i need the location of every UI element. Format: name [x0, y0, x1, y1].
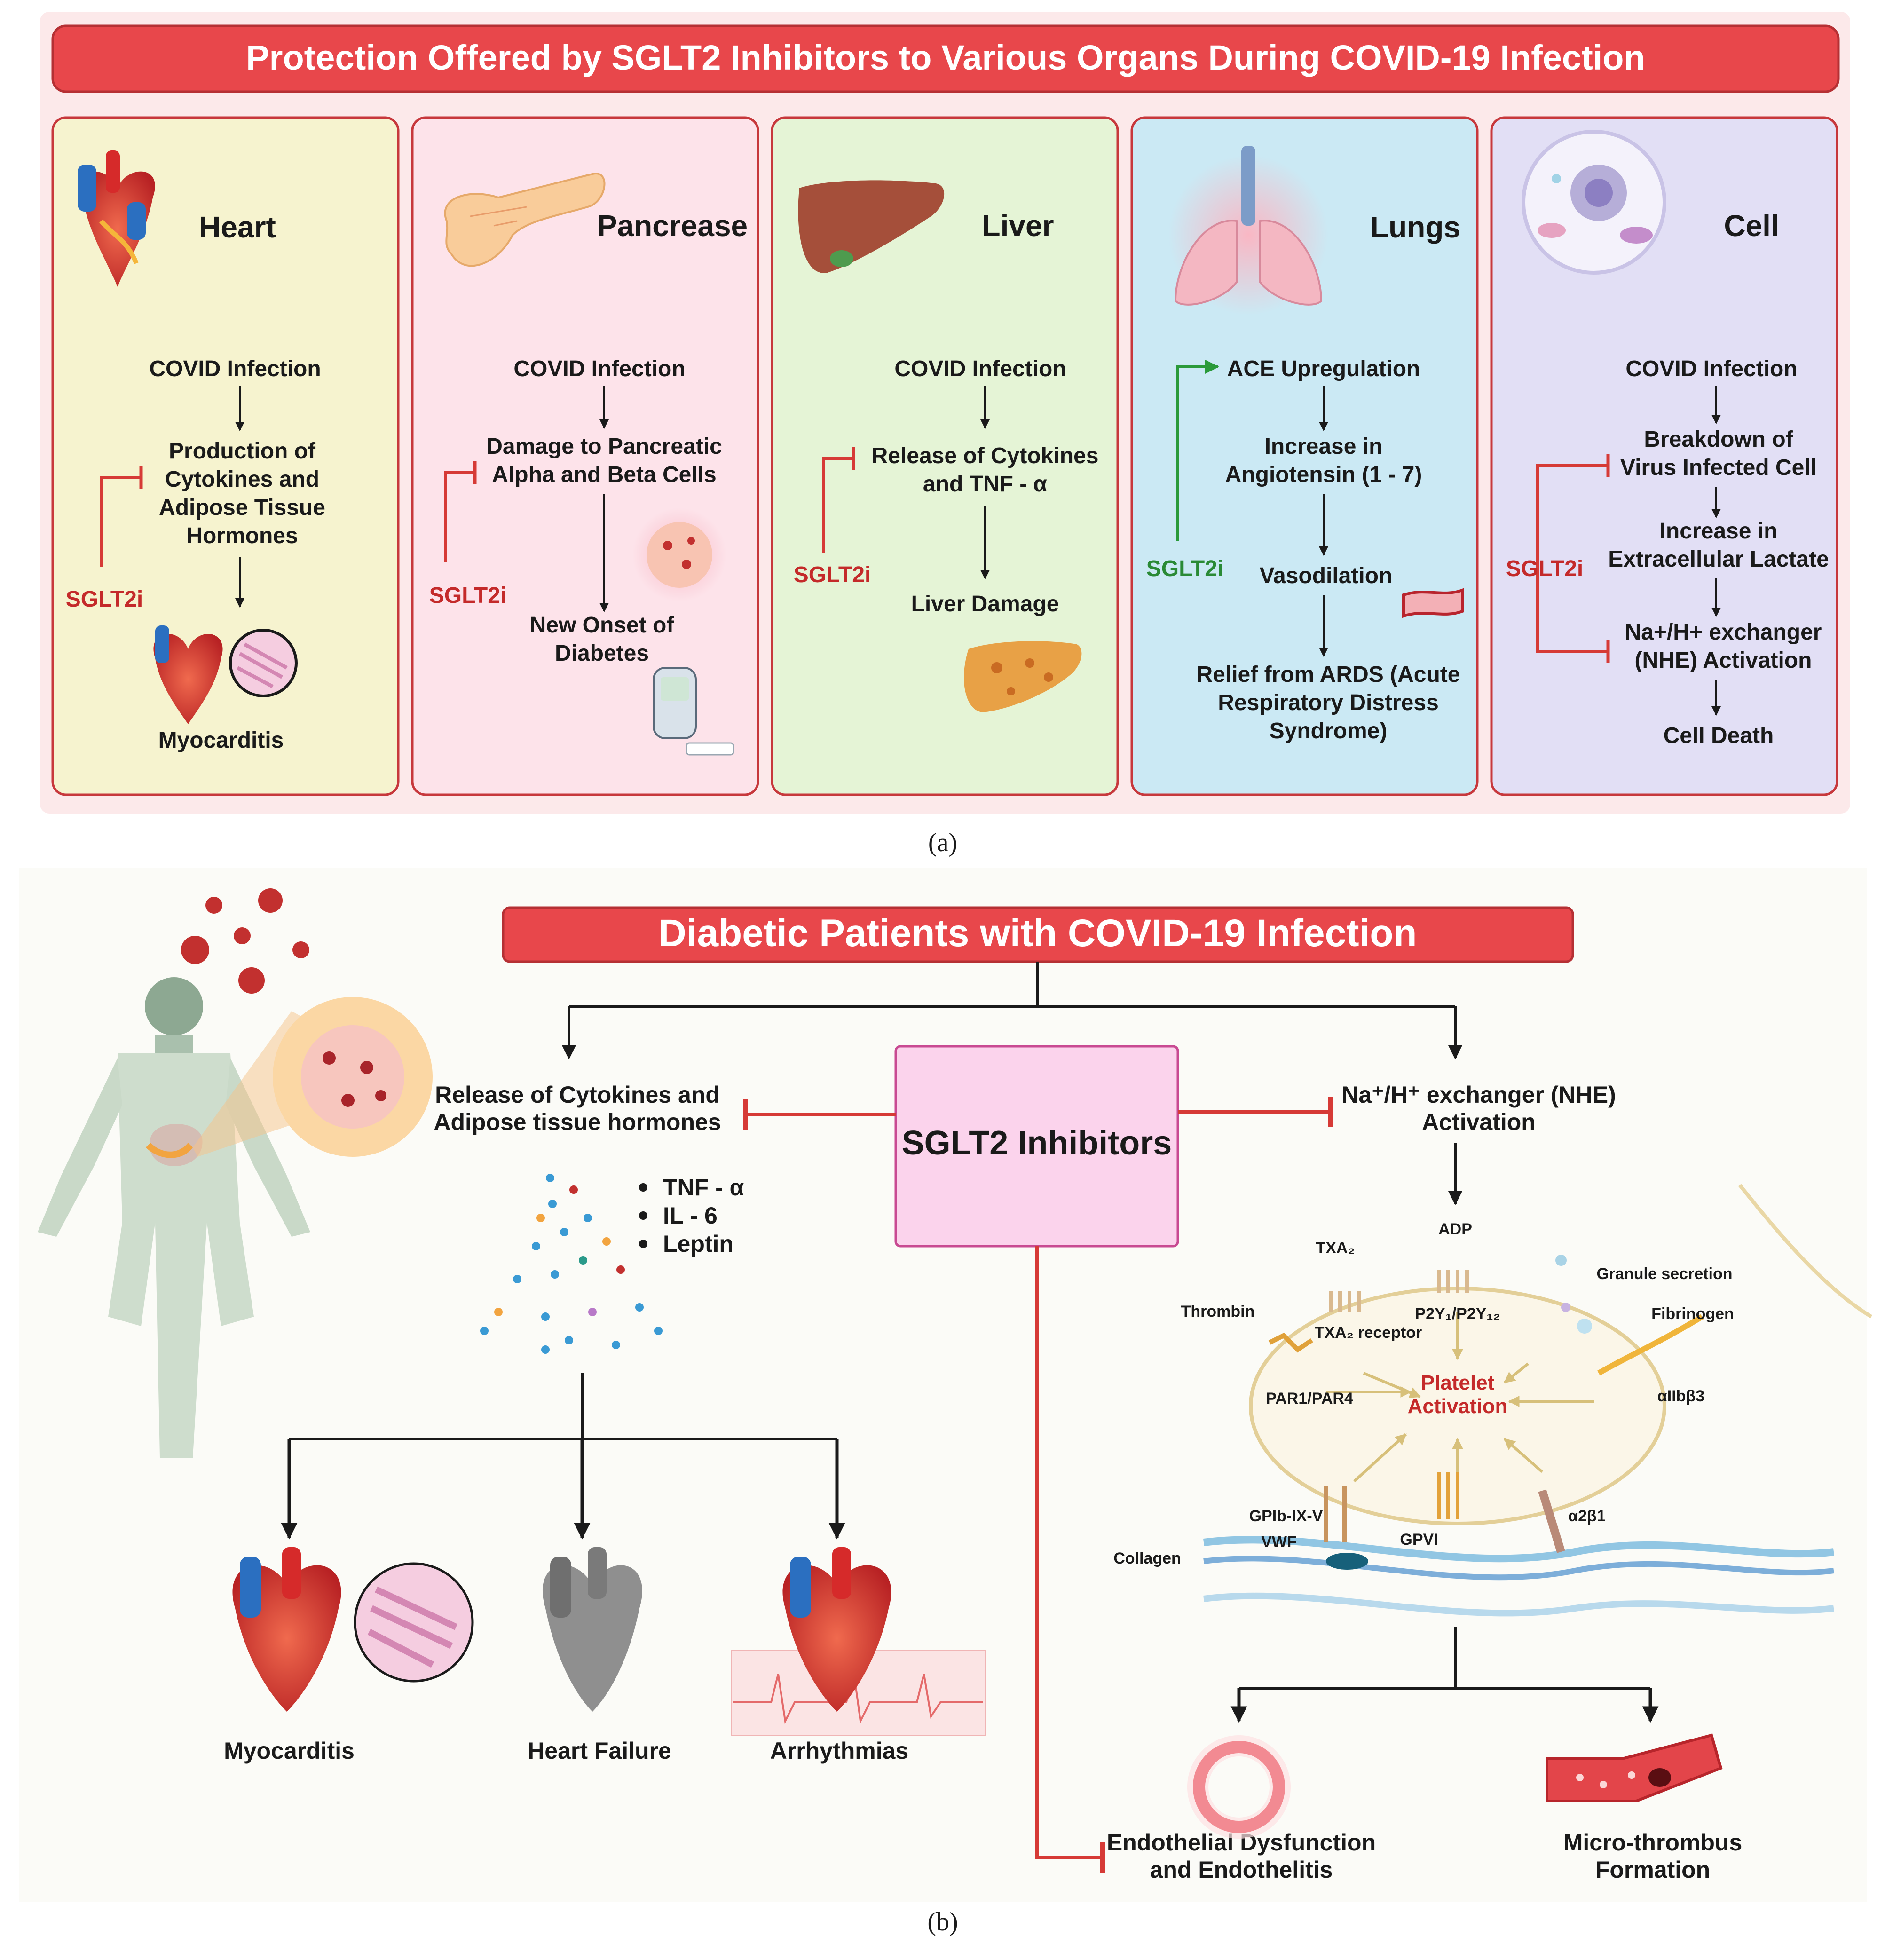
heart-box — [51, 116, 400, 796]
lungs-activator-label: SGLT2i — [1146, 556, 1223, 581]
outcome-arrhythmias: Arrhythmias — [770, 1738, 909, 1764]
liver-title: Liver — [982, 209, 1054, 243]
myocarditis-heart-icon — [153, 625, 298, 724]
outcome-heart-failure: Heart Failure — [528, 1738, 671, 1764]
heart-icon — [78, 150, 155, 287]
liver-step-3: Liver Damage — [911, 592, 1059, 616]
cell-step-1: COVID Infection — [1625, 356, 1797, 381]
outcome-myocarditis: Myocarditis — [224, 1738, 355, 1764]
label-vwf: VWF — [1261, 1533, 1297, 1551]
label-gpvi: GPVI — [1400, 1531, 1438, 1549]
glucometer-icon — [653, 667, 734, 756]
right-branch-label: Na⁺/H⁺ exchanger (NHE)Activation — [1341, 1082, 1616, 1135]
heart-failure-icon — [542, 1547, 643, 1712]
cell-icon — [1522, 130, 1666, 275]
pancreas-icon — [444, 173, 606, 267]
lungs-step-1: ACE Upregulation — [1227, 356, 1420, 381]
panel-a-caption: (a) — [928, 828, 957, 857]
platelet-cell-icon — [1203, 1255, 1835, 1617]
blood-vessel-icon — [1402, 588, 1464, 618]
pancreas-step-1: COVID Infection — [513, 356, 685, 381]
damaged-liver-icon — [964, 641, 1082, 712]
lungs-step-3: Vasodilation — [1260, 563, 1393, 588]
panel-a-title: Protection Offered by SGLT2 Inhibitors t… — [246, 38, 1645, 77]
myocarditis-heart-large-icon — [232, 1547, 474, 1712]
panel-b-title: Diabetic Patients with COVID-19 Infectio… — [659, 912, 1417, 955]
panel-a-title-bar — [51, 24, 1840, 93]
label-granule-secretion: Granule secretion — [1596, 1265, 1732, 1283]
heart-step-1: COVID Infection — [149, 356, 321, 381]
label-txa2: TXA₂ — [1316, 1239, 1355, 1257]
cell-inhibitor-label: SGLT2i — [1506, 556, 1583, 581]
virus-icons — [181, 888, 309, 994]
panel-b-caption: (b) — [927, 1907, 958, 1936]
platelet-arrows — [1326, 1312, 1594, 1483]
cell-title: Cell — [1724, 209, 1779, 243]
cytokine-1: TNF - α — [663, 1174, 744, 1201]
cytokine-2: IL - 6 — [663, 1202, 718, 1229]
label-aiib-b3: αIIbβ3 — [1657, 1387, 1704, 1405]
cytokine-3: Leptin — [663, 1231, 733, 1257]
micro-thrombus-vessel-icon — [1546, 1733, 1723, 1802]
label-thrombin: Thrombin — [1181, 1303, 1255, 1320]
label-txa2-receptor: TXA₂ receptor — [1315, 1324, 1422, 1342]
label-gpib: GPIb-IX-V — [1249, 1507, 1323, 1525]
endothelium-ring-icon — [1187, 1735, 1291, 1839]
arrhythmia-heart-icon — [731, 1547, 986, 1736]
lungs-title: Lungs — [1370, 210, 1460, 244]
cell-step-5: Cell Death — [1664, 723, 1774, 748]
cell-step-4: Na+/H+ exchanger(NHE) Activation — [1625, 620, 1822, 673]
lungs-icon — [1168, 146, 1328, 315]
label-collagen: Collagen — [1113, 1549, 1181, 1567]
heart-step-3: Myocarditis — [158, 728, 284, 753]
label-a2b1: α2β1 — [1568, 1507, 1605, 1525]
sglt2-inhibitors-label: SGLT2 Inhibitors — [902, 1124, 1172, 1162]
pancreatic-tissue-icon — [273, 997, 433, 1157]
liver-step-1: COVID Infection — [894, 356, 1066, 381]
cytokine-particles-icon — [480, 1174, 663, 1354]
liver-box — [771, 116, 1119, 796]
pancreas-title: Pancrease — [597, 209, 748, 243]
heart-inhibitor-label: SGLT2i — [66, 587, 143, 612]
cell-box — [1490, 116, 1838, 796]
pancreas-inhibitor-label: SGLT2i — [429, 583, 506, 608]
label-p2y: P2Y₁/P2Y₁₂ — [1415, 1305, 1500, 1323]
heart-title: Heart — [199, 210, 276, 244]
human-body-icon — [38, 977, 310, 1458]
cytokine-list: TNF - α IL - 6 Leptin — [639, 1174, 744, 1257]
label-fibrinogen: Fibrinogen — [1651, 1305, 1734, 1323]
pancreas-box — [411, 116, 759, 796]
liver-icon — [798, 180, 945, 273]
label-par: PAR1/PAR4 — [1266, 1390, 1353, 1407]
liver-inhibitor-label: SGLT2i — [794, 562, 871, 587]
pancreatic-cells-icon — [632, 508, 726, 602]
label-adp: ADP — [1438, 1220, 1472, 1238]
